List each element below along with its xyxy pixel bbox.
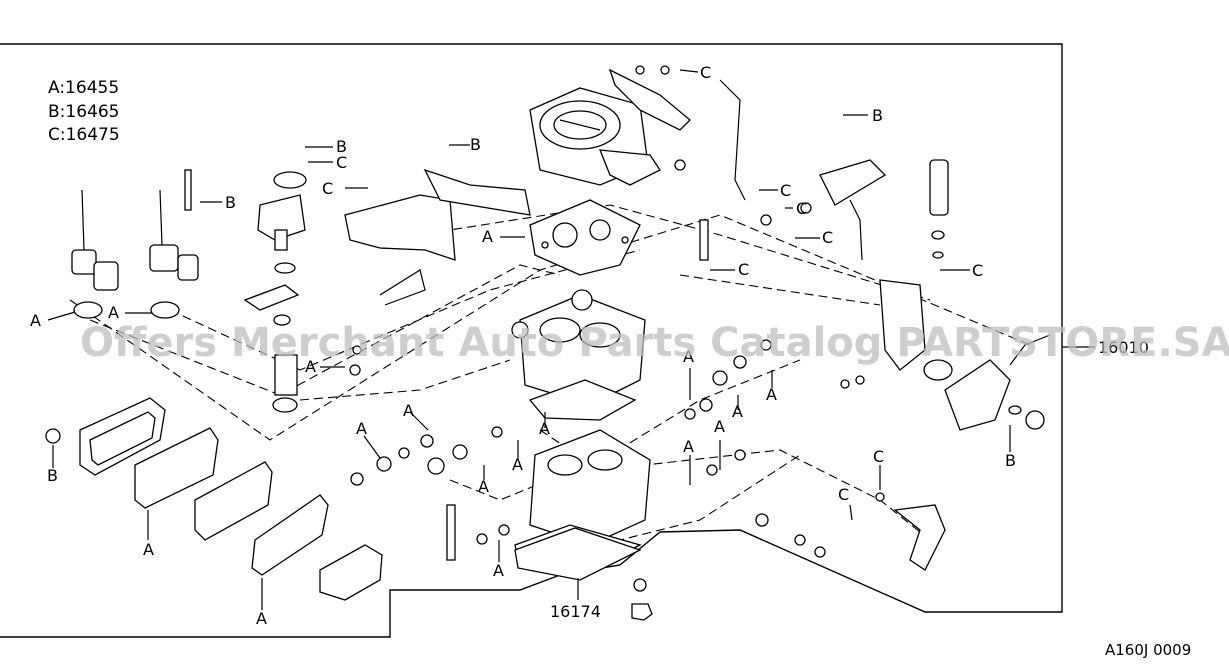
left-solenoid-parts <box>71 169 199 319</box>
callout-a: A <box>714 417 725 436</box>
callout-c: C <box>972 261 983 280</box>
left-bracket-parts <box>243 171 307 413</box>
callout-a: A <box>403 401 414 420</box>
callout-b: B <box>225 193 236 212</box>
legend: A:16455 B:16465 C:16475 <box>48 78 120 145</box>
part-number-bottom: 16174 <box>550 602 601 621</box>
callout-c: C <box>738 260 749 279</box>
callout-b: B <box>336 137 347 156</box>
small-hardware <box>45 65 885 561</box>
throttle-linkage <box>344 68 887 306</box>
callout-a: A <box>478 477 489 496</box>
callout-a: A <box>482 227 493 246</box>
callout-a: A <box>766 385 777 404</box>
base-insulator <box>514 527 653 621</box>
callout-c: C <box>822 228 833 247</box>
top-gasket <box>529 199 641 276</box>
callout-a: A <box>108 303 119 322</box>
figure-code: A160J 0009 <box>1105 641 1191 659</box>
air-horn-assembly <box>529 87 661 186</box>
callout-c: C <box>873 447 884 466</box>
carburetor-main-body <box>511 289 646 421</box>
callout-a: A <box>732 402 743 421</box>
callout-c: C <box>322 179 333 198</box>
legend-c: C:16475 <box>48 125 120 145</box>
callout-a: A <box>512 455 523 474</box>
callout-leaders <box>47 69 1095 610</box>
callout-a: A <box>493 561 504 580</box>
callout-b: B <box>47 466 58 485</box>
watermark: Offers Merchant Auto Parts Catalog PARTS… <box>80 320 1229 366</box>
legend-b: B:16465 <box>48 102 119 122</box>
legend-a: A:16455 <box>48 78 119 98</box>
callout-b: B <box>872 106 883 125</box>
right-side-parts <box>879 159 1051 571</box>
callout-b: B <box>470 135 481 154</box>
callout-c: C <box>796 199 807 218</box>
callout-a: A <box>356 419 367 438</box>
callout-a: A <box>683 437 694 456</box>
callout-a: A <box>30 311 41 330</box>
callout-a: A <box>683 347 694 366</box>
callout-c: C <box>780 181 791 200</box>
callout-a: A <box>305 357 316 376</box>
callout-a: A <box>143 540 154 559</box>
callout-labels: C B B B C B C C C C C C A A A A B C C B … <box>30 63 1016 628</box>
part-number-main: 16010 <box>1098 338 1149 357</box>
callout-c: C <box>838 485 849 504</box>
callout-c: C <box>336 153 347 172</box>
callout-a: A <box>539 419 550 438</box>
callout-c: C <box>700 63 711 82</box>
lower-left-gaskets <box>79 397 383 601</box>
callout-a: A <box>256 609 267 628</box>
callout-b: B <box>1005 451 1016 470</box>
diagram-frame <box>0 43 1063 638</box>
